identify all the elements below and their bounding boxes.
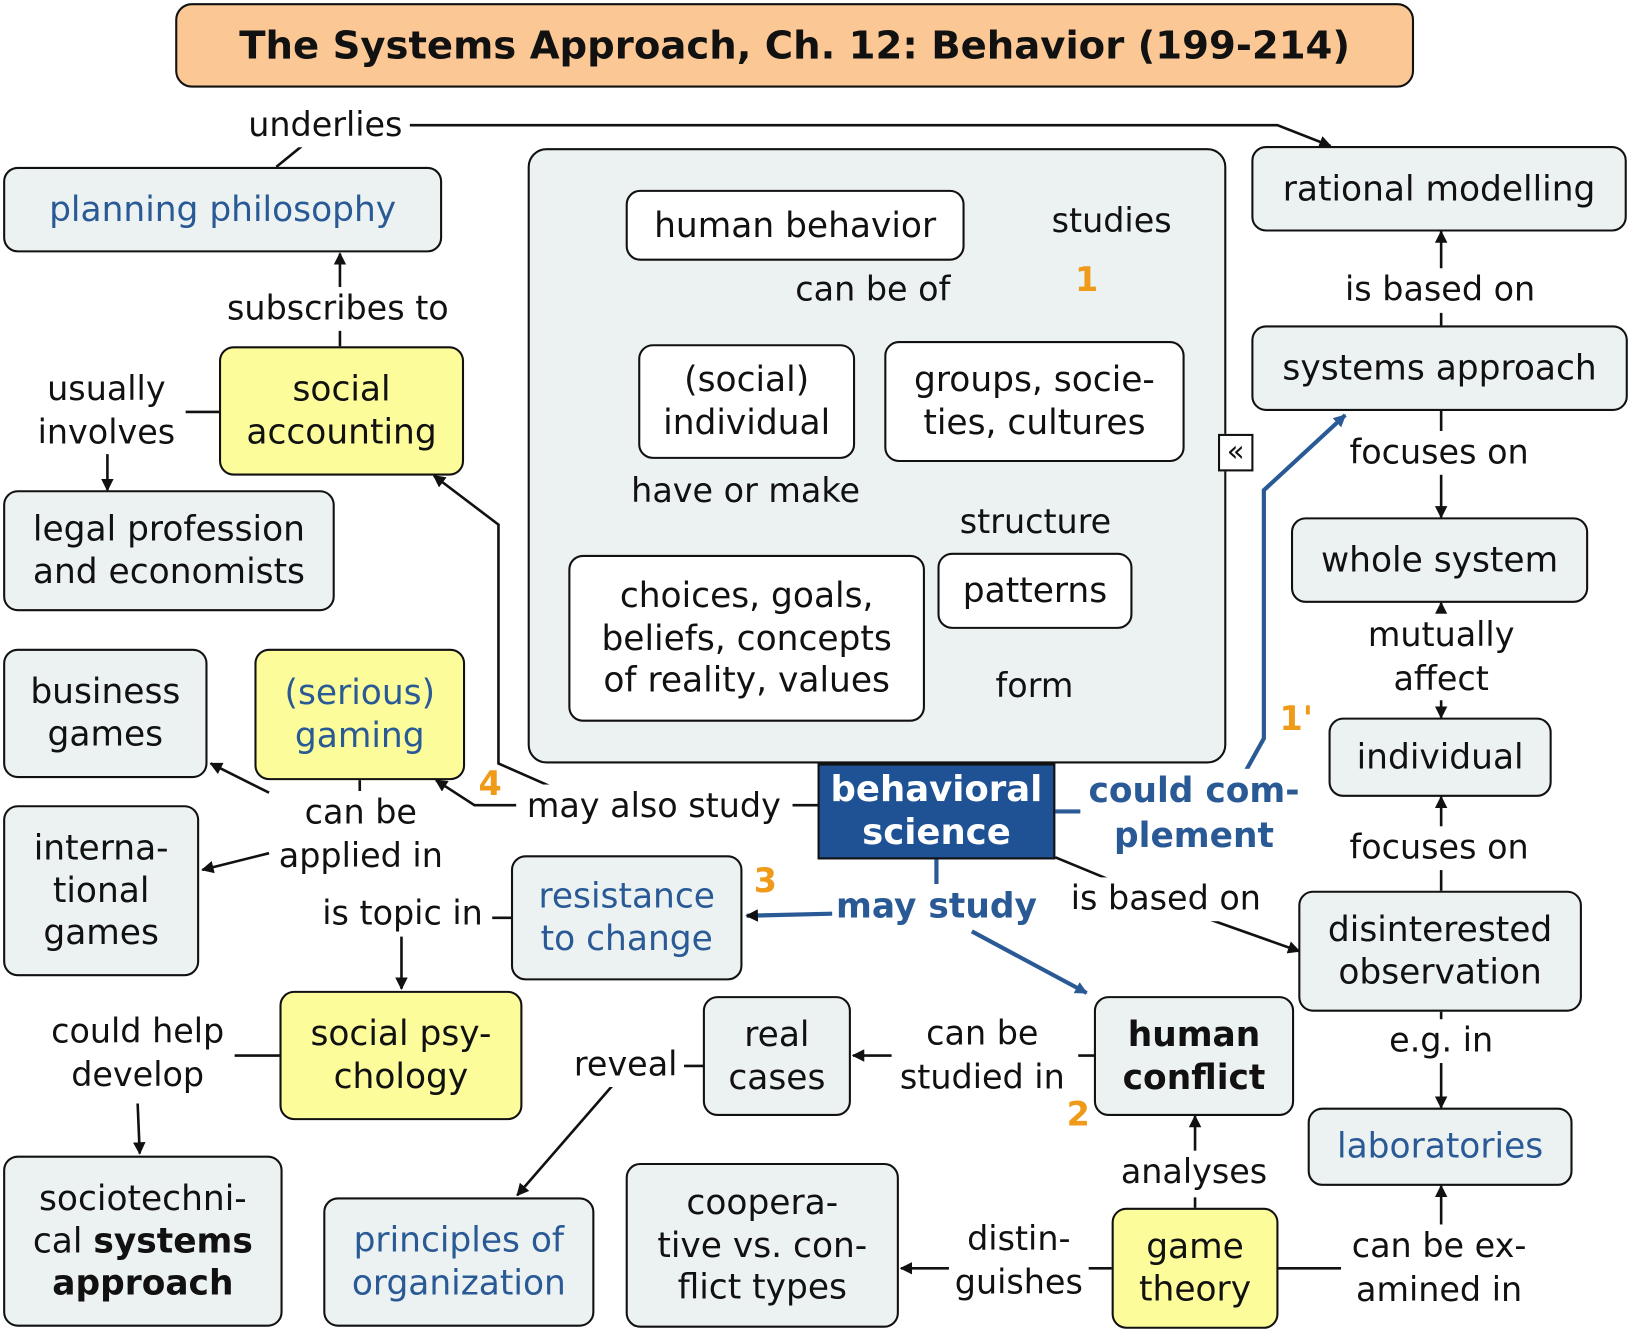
label-reveal: reveal [573, 1043, 678, 1087]
label-form: form [995, 664, 1074, 708]
link-applied-to-international [201, 851, 270, 874]
collapse-icon[interactable]: « [1217, 433, 1254, 472]
link-maystudy-to-conflict [970, 929, 1088, 995]
node-human-behavior[interactable]: human behavior [625, 189, 965, 261]
node-sociotechnical-bold: systems approach [52, 1219, 253, 1304]
label-is-based-on-bs: is based on [1070, 877, 1261, 921]
link-based-on-to-disint [1198, 914, 1301, 954]
label-may-also-study: may also study [526, 784, 781, 828]
node-principles-of-organization[interactable]: principles of organization [323, 1197, 595, 1327]
label-eg-in: e.g. in [1389, 1019, 1494, 1063]
label-can-be-of: can be of [795, 268, 951, 312]
marker-3: 3 [753, 860, 778, 901]
link-applied-to-business [209, 762, 270, 794]
node-serious-gaming[interactable]: (serious) gaming [254, 648, 466, 781]
node-laboratories[interactable]: laboratories [1307, 1107, 1573, 1186]
label-underlies: underlies [248, 103, 403, 147]
node-social-psychology[interactable]: social psy- chology [279, 990, 523, 1121]
node-human-conflict[interactable]: human conflict [1093, 996, 1295, 1117]
label-subscribes-to: subscribes to [227, 287, 449, 331]
node-resistance-to-change[interactable]: resistance to change [510, 855, 743, 981]
label-studies: studies [1051, 199, 1172, 243]
label-could-help-develop: could help develop [51, 1010, 225, 1097]
node-social-accounting[interactable]: social accounting [218, 346, 465, 476]
node-whole-system[interactable]: whole system [1290, 517, 1589, 603]
label-may-study: may study [835, 883, 1037, 929]
link-help-develop-down [133, 1103, 146, 1155]
node-business-games[interactable]: business games [3, 648, 208, 779]
link-may-also-to-accounting [432, 474, 561, 792]
label-have-or-make: have or make [631, 469, 861, 513]
label-is-based-on-sa: is based on [1345, 268, 1536, 312]
node-disinterested-observation[interactable]: disinterested observation [1298, 890, 1582, 1012]
node-rational-modelling[interactable]: rational modelling [1251, 146, 1627, 232]
node-behavioral-science[interactable]: behavioral science [817, 763, 1056, 860]
marker-4: 4 [478, 763, 502, 804]
node-social-individual[interactable]: (social) individual [638, 344, 856, 459]
node-planning-philosophy[interactable]: planning philosophy [3, 166, 443, 253]
link-maystudy-to-resistance [745, 909, 833, 922]
label-analyses: analyses [1120, 1150, 1268, 1195]
node-systems-approach[interactable]: systems approach [1251, 325, 1628, 411]
label-usually-involves: usually involves [37, 367, 176, 455]
label-focuses-on-ind: focuses on [1349, 826, 1529, 870]
node-sociotechnical-prefix: sociotechni- cal [32, 1177, 247, 1261]
page-title-text: The Systems Approach, Ch. 12: Behavior (… [239, 22, 1351, 68]
node-sociotechnical[interactable]: sociotechni- cal systems approach [3, 1155, 283, 1327]
link-complement-to-sa [1231, 413, 1347, 794]
node-groups-societies[interactable]: groups, socie- ties, cultures [884, 341, 1185, 463]
link-may-also-to-gaming [434, 779, 517, 807]
marker-1: 1 [1074, 259, 1099, 300]
link-underlies [275, 142, 306, 168]
label-can-be-applied-in: can be applied in [278, 791, 443, 878]
node-real-cases[interactable]: real cases [702, 996, 851, 1117]
node-international-games[interactable]: interna- tional games [3, 805, 200, 977]
marker-2: 2 [1066, 1094, 1090, 1134]
node-legal-profession[interactable]: legal profession and economists [3, 490, 335, 612]
node-individual[interactable]: individual [1328, 717, 1552, 797]
label-can-be-studied-in: can be studied in [899, 1012, 1065, 1099]
label-structure: structure [959, 500, 1112, 545]
node-patterns[interactable]: patterns [937, 552, 1133, 629]
label-could-complement: could com- plement [1088, 768, 1300, 859]
page-title: The Systems Approach, Ch. 12: Behavior (… [175, 3, 1415, 88]
label-is-topic-in: is topic in [322, 891, 483, 936]
label-can-be-examined-in: can be ex- amined in [1351, 1224, 1527, 1312]
link-underlies-to-rational [409, 123, 1332, 148]
node-choices-goals[interactable]: choices, goals, beliefs, concepts of rea… [568, 554, 925, 722]
node-cooperative-types[interactable]: coopera- tive vs. con- flict types [625, 1162, 899, 1328]
label-focuses-on-sa: focuses on [1349, 430, 1529, 475]
label-mutually-affect: mutually affect [1344, 613, 1539, 701]
node-game-theory[interactable]: game theory [1111, 1207, 1279, 1329]
marker-1-prime: 1' [1279, 698, 1313, 739]
label-distinguishes: distin- guishes [954, 1217, 1083, 1305]
link-reveal-to-principles [516, 1083, 615, 1197]
